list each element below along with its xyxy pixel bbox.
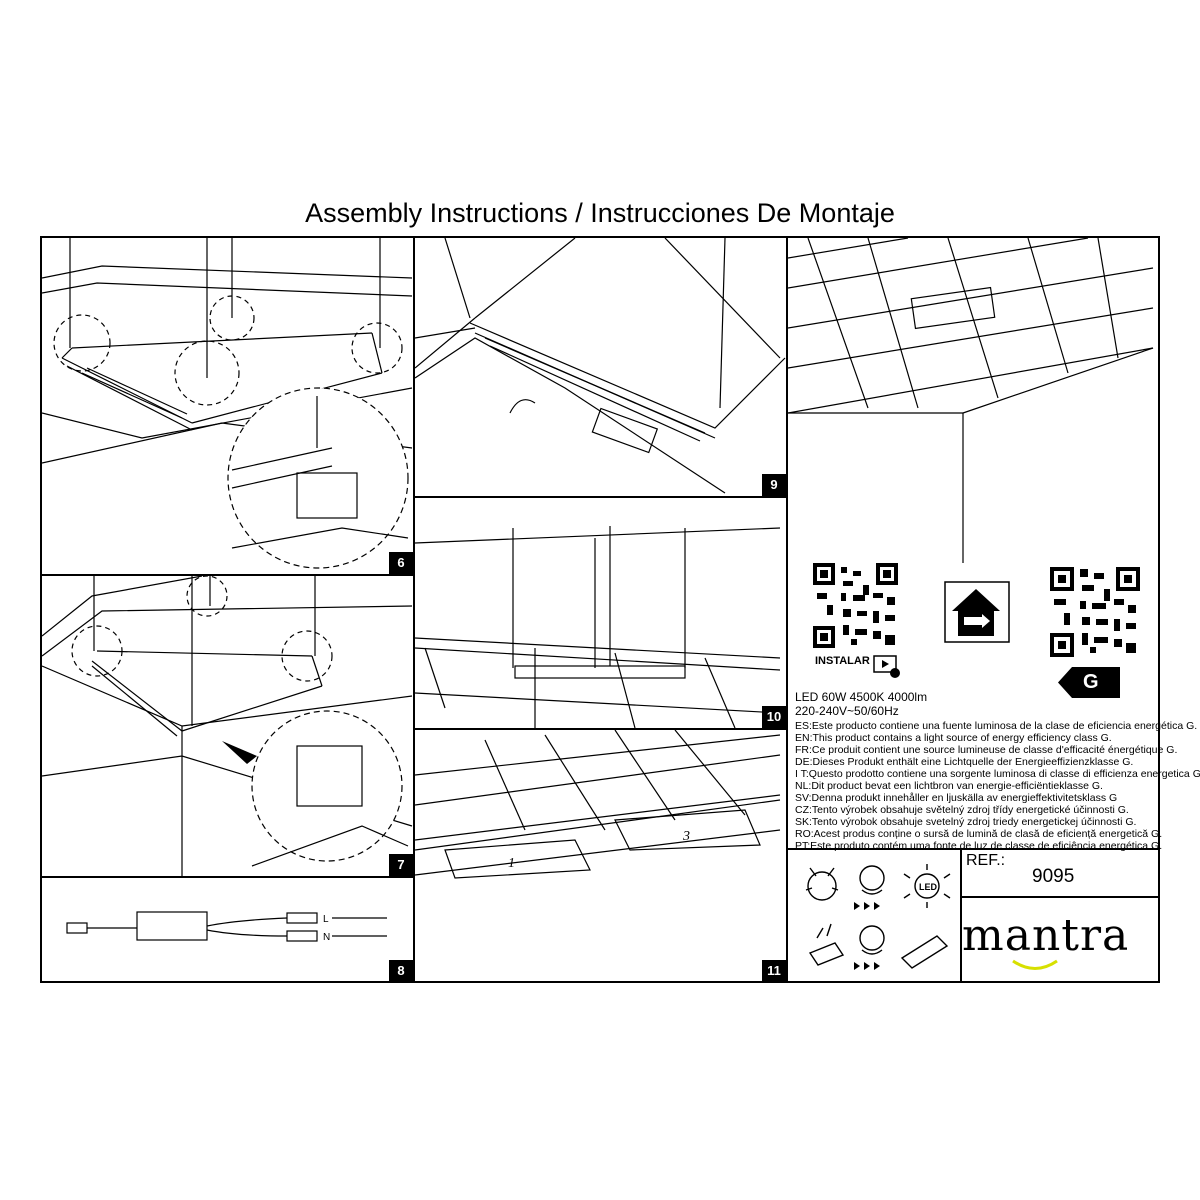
energy-text-de: DE:Dieses Produkt enthält eine Lichtquel…	[795, 756, 1134, 768]
step-11-number: 11	[762, 960, 786, 982]
ceiling-illustration	[788, 238, 1159, 563]
wire-l-label: L	[323, 914, 329, 925]
divider	[786, 236, 788, 983]
energy-text-cz: CZ:Tento výrobek obsahuje světelný zdroj…	[795, 804, 1129, 816]
technician-icon	[859, 925, 885, 955]
ref-label: REF.:	[966, 852, 1006, 869]
spec-voltage: 220-240V~50/60Hz	[795, 704, 899, 718]
step-7-drawing	[42, 576, 413, 876]
spec-power: LED 60W 4500K 4000lm	[795, 690, 928, 704]
divider	[40, 574, 414, 576]
step-10-drawing	[415, 526, 781, 728]
step-6-drawing	[42, 238, 413, 569]
qr-code-icon	[1050, 567, 1140, 657]
energy-class-arrow-icon	[1058, 667, 1120, 698]
step-11-illustration: 1 3 11	[415, 730, 786, 982]
step-9-illustration: 9	[415, 238, 786, 496]
divider	[414, 496, 787, 498]
divider	[787, 848, 1160, 850]
qr-code-right	[1050, 567, 1140, 657]
step-9-number: 9	[762, 474, 786, 496]
led-text: LED	[919, 882, 938, 892]
screen-3-label: 3	[682, 829, 690, 844]
step-9-drawing	[415, 238, 786, 494]
power-off-icon	[805, 867, 839, 901]
energy-text-sk: SK:Tento výrobok obsahuje svetelný zdroj…	[795, 816, 1137, 828]
step-11-drawing: 1 3	[415, 730, 781, 879]
step-6-illustration: 6	[42, 238, 413, 574]
wire-n-label: N	[323, 932, 330, 943]
step-8-drawing: L N	[66, 911, 387, 943]
safety-icons: LED	[805, 864, 951, 970]
cleaning-icon	[808, 923, 845, 966]
energy-text-es: ES:Este producto contiene una fuente lum…	[795, 720, 1198, 732]
energy-text-en: EN:This product contains a light source …	[795, 732, 1112, 744]
indoor-use-icon	[944, 581, 1010, 643]
step-8-illustration: L N 8	[42, 878, 413, 982]
instruction-sheet	[40, 236, 1160, 983]
energy-text-fr: FR:Ce produit contient une source lumine…	[795, 744, 1178, 756]
ref-number: 9095	[1032, 866, 1075, 887]
video-icon	[873, 655, 900, 678]
instalar-label: INSTALAR	[815, 655, 870, 667]
qr-code-icon	[813, 563, 898, 648]
mantra-logo: mantra	[962, 910, 1130, 961]
ceiling-drawing	[788, 238, 1154, 563]
led-icon	[903, 864, 951, 908]
step-8-number: 8	[389, 960, 413, 982]
divider	[961, 896, 1160, 898]
divider	[413, 236, 415, 983]
energy-text-pt: PT:Este produto contém uma fonte de luz …	[795, 840, 1163, 852]
energy-text-nl: NL:Dit product bevat een lichtbron van e…	[795, 780, 1103, 792]
energy-class-label: G	[1083, 671, 1099, 693]
divider	[960, 848, 962, 983]
energy-text-ro: RO:Acest produs conține o sursă de lumin…	[795, 828, 1163, 840]
energy-text-sv: SV:Denna produkt innehåller en ljuskälla…	[795, 792, 1118, 804]
divider	[414, 728, 787, 730]
step-7-number: 7	[389, 854, 413, 876]
driver-icon	[900, 935, 949, 969]
qr-code-left	[813, 563, 898, 648]
screen-1-label: 1	[508, 856, 515, 871]
technician-icon	[859, 865, 885, 895]
step-7-illustration: 7	[42, 576, 413, 876]
page-title: Assembly Instructions / Instrucciones De…	[305, 198, 895, 228]
energy-text-it: I T:Questo prodotto contiene una sorgent…	[795, 768, 1200, 780]
step-10-number: 10	[762, 706, 786, 728]
step-6-number: 6	[389, 552, 413, 574]
divider	[40, 876, 414, 878]
logo-smile-icon	[1012, 959, 1058, 970]
step-10-illustration: 10	[415, 498, 786, 728]
